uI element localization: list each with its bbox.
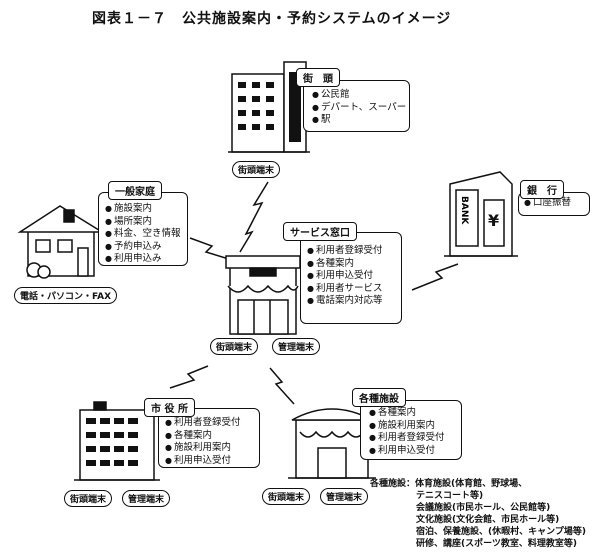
street-item: 駅 xyxy=(312,114,406,127)
home-devices-label: 電話・パソコン・FAX xyxy=(14,287,118,304)
facilities-admin-terminal: 管理端末 xyxy=(320,488,369,505)
street-info-box: 公民館 デパート、スーパー 駅 xyxy=(303,80,410,132)
service-item: 利用者サービス xyxy=(307,283,383,296)
lightning-cityhall xyxy=(169,365,209,389)
city-hall-item: 利用者登録受付 xyxy=(165,417,241,430)
facilities-title: 各種施設 xyxy=(352,388,406,407)
home-title: 一般家庭 xyxy=(108,181,162,200)
facilities-notes: 各種施設：体育施設(体育館、野球場、 テニスコート等) 会議施設(市民ホール、公… xyxy=(370,478,586,550)
street-title: 街 頭 xyxy=(296,68,340,87)
service-items: 利用者登録受付 各種案内 利用申込受付 利用者サービス 電話案内対応等 xyxy=(307,245,383,308)
service-store-icon xyxy=(225,255,301,335)
facilities-item: 各種案内 xyxy=(369,407,445,420)
facility-building-icon xyxy=(288,408,376,479)
figure-title: 図表１－７ 公共施設案内・予約システムのイメージ xyxy=(92,11,452,27)
home-info-box: 施設案内 場所案内 料金、空き情報 予約申込み 利用申込み xyxy=(98,192,188,266)
facilities-note: 会議施設(市民ホール、公民館等) xyxy=(416,503,551,513)
service-item: 利用申込受付 xyxy=(307,270,383,283)
facilities-item: 利用者登録受付 xyxy=(369,432,445,445)
city-hall-item: 施設利用案内 xyxy=(165,442,241,455)
street-item: デパート、スーパー xyxy=(312,102,406,115)
service-info-box: 利用者登録受付 各種案内 利用申込受付 利用者サービス 電話案内対応等 xyxy=(300,232,402,324)
city-hall-icon xyxy=(74,401,160,481)
lightning-facilities xyxy=(269,367,295,405)
facilities-note: 各種施設：体育施設(体育館、野球場、 xyxy=(370,479,528,489)
service-item: 電話案内対応等 xyxy=(307,295,383,308)
home-item: 利用申込み xyxy=(105,253,181,266)
yen-mark: ¥ xyxy=(488,211,499,230)
facilities-note: テニスコート等) xyxy=(416,491,484,501)
home-item: 予約申込み xyxy=(105,241,181,254)
street-item: 公民館 xyxy=(312,89,406,102)
lightning-home xyxy=(189,237,233,261)
facilities-item: 施設利用案内 xyxy=(369,420,445,433)
home-item: 料金、空き情報 xyxy=(105,228,181,241)
bank-items: 口座振替 xyxy=(524,197,571,210)
facilities-item: 利用申込受付 xyxy=(369,445,445,458)
home-item: 場所案内 xyxy=(105,216,181,229)
street-terminal-label: 街頭端末 xyxy=(232,161,281,178)
facilities-info-box: 各種案内 施設利用案内 利用者登録受付 利用申込受付 xyxy=(360,400,462,460)
bank-title: 銀 行 xyxy=(520,180,564,199)
service-street-terminal: 街頭端末 xyxy=(210,338,259,355)
city-hall-street-terminal: 街頭端末 xyxy=(64,490,113,507)
bank-building-icon xyxy=(444,171,518,257)
service-title: サービス窓口 xyxy=(283,222,357,241)
city-hall-item: 利用申込受付 xyxy=(165,455,241,468)
street-items: 公民館 デパート、スーパー 駅 xyxy=(312,89,406,127)
facilities-street-terminal: 街頭端末 xyxy=(262,488,311,505)
city-hall-items: 利用者登録受付 各種案内 施設利用案内 利用申込受付 xyxy=(165,417,241,467)
city-hall-title: 市 役 所 xyxy=(144,398,195,417)
home-items: 施設案内 場所案内 料金、空き情報 予約申込み 利用申込み xyxy=(105,203,181,266)
home-item: 施設案内 xyxy=(105,203,181,216)
house-icon xyxy=(17,205,105,279)
service-admin-terminal: 管理端末 xyxy=(272,338,321,355)
lightning-street xyxy=(239,181,269,253)
bank-sign: BANK xyxy=(459,196,469,225)
bank-item: 口座振替 xyxy=(524,197,571,210)
facilities-note: 文化施設(文化会館、市民ホール等) xyxy=(416,515,560,525)
street-building-icon xyxy=(228,61,310,153)
service-item: 各種案内 xyxy=(307,258,383,271)
city-hall-admin-terminal: 管理端末 xyxy=(122,490,171,507)
city-hall-info-box: 利用者登録受付 各種案内 施設利用案内 利用申込受付 xyxy=(158,408,260,468)
lightning-bank xyxy=(411,263,459,291)
facilities-note: 宿泊、保養施設、(休暇村、キャンプ場等) xyxy=(416,527,586,537)
service-item: 利用者登録受付 xyxy=(307,245,383,258)
city-hall-item: 各種案内 xyxy=(165,430,241,443)
facilities-items: 各種案内 施設利用案内 利用者登録受付 利用申込受付 xyxy=(369,407,445,457)
facilities-note: 研修、講座(スポーツ教室、料理教室等) xyxy=(416,539,578,549)
